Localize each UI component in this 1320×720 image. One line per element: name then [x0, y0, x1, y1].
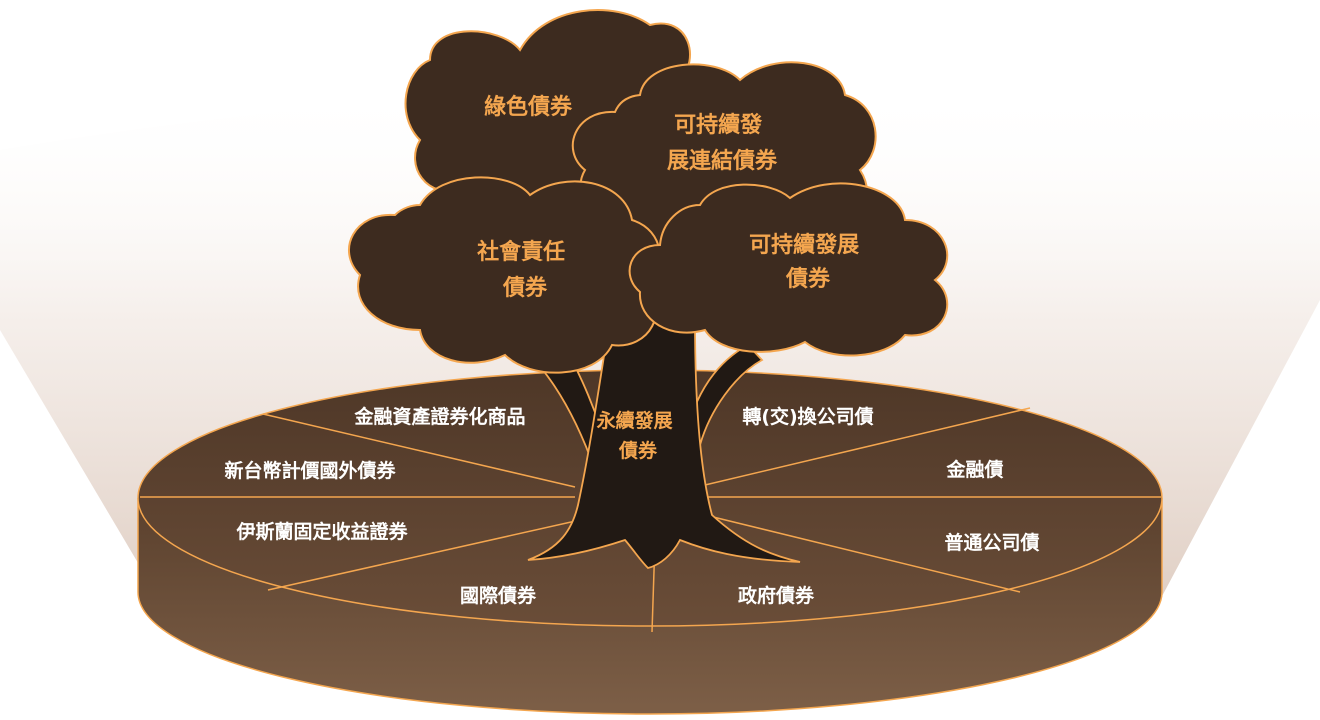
canopy-label-line: 可持續發展 — [749, 232, 859, 258]
canopy-label-line: 債券 — [502, 275, 548, 301]
canopy-label-social: 社會責任 債券 — [477, 239, 573, 301]
canopy-label-sustainable: 可持續發展 債券 — [749, 232, 867, 292]
trunk-label-line: 債券 — [618, 439, 658, 462]
segment-label-islamic: 伊斯蘭固定收益證券 — [235, 520, 408, 543]
trunk-label-line: 永續發展 — [596, 409, 673, 432]
segment-dividers — [140, 407, 1161, 633]
tree-trunk — [509, 312, 801, 569]
divider-line — [262, 413, 576, 488]
segment-label-financial: 金融債 — [945, 458, 1003, 481]
segment-label-government: 政府債券 — [738, 584, 815, 607]
canopy-label-line: 社會責任 — [477, 239, 565, 265]
segment-label-corporate: 普通公司債 — [944, 531, 1039, 554]
divider-line — [704, 407, 1031, 486]
canopy-label-line: 綠色債券 — [484, 94, 573, 120]
divider-line — [704, 514, 1021, 593]
segment-label-ntd-foreign: 新台幣計價國外債券 — [224, 459, 396, 482]
canopy-label-line: 可持續發 — [674, 112, 762, 138]
canopy-cloud-sustainable — [628, 182, 949, 357]
canopy-label-sustain-linked: 可持續發 展連結債券 — [667, 112, 778, 174]
divider-line — [267, 519, 581, 591]
disc-side-outline — [137, 498, 1163, 715]
segment-label-international: 國際債券 — [460, 584, 537, 607]
segment-label-convertible: 轉(交)換公司債 — [742, 405, 873, 428]
canopy-cloud-social — [348, 176, 661, 374]
main-trunk — [527, 312, 801, 569]
segment-label-abs: 金融資產證券化商品 — [353, 405, 525, 428]
canopy-label-line: 展連結債券 — [667, 148, 778, 174]
canopy-label-green: 綠色債券 — [484, 94, 573, 120]
canopy-label-line: 債券 — [785, 266, 831, 292]
trunk-label: 永續發展 債券 — [596, 409, 680, 462]
